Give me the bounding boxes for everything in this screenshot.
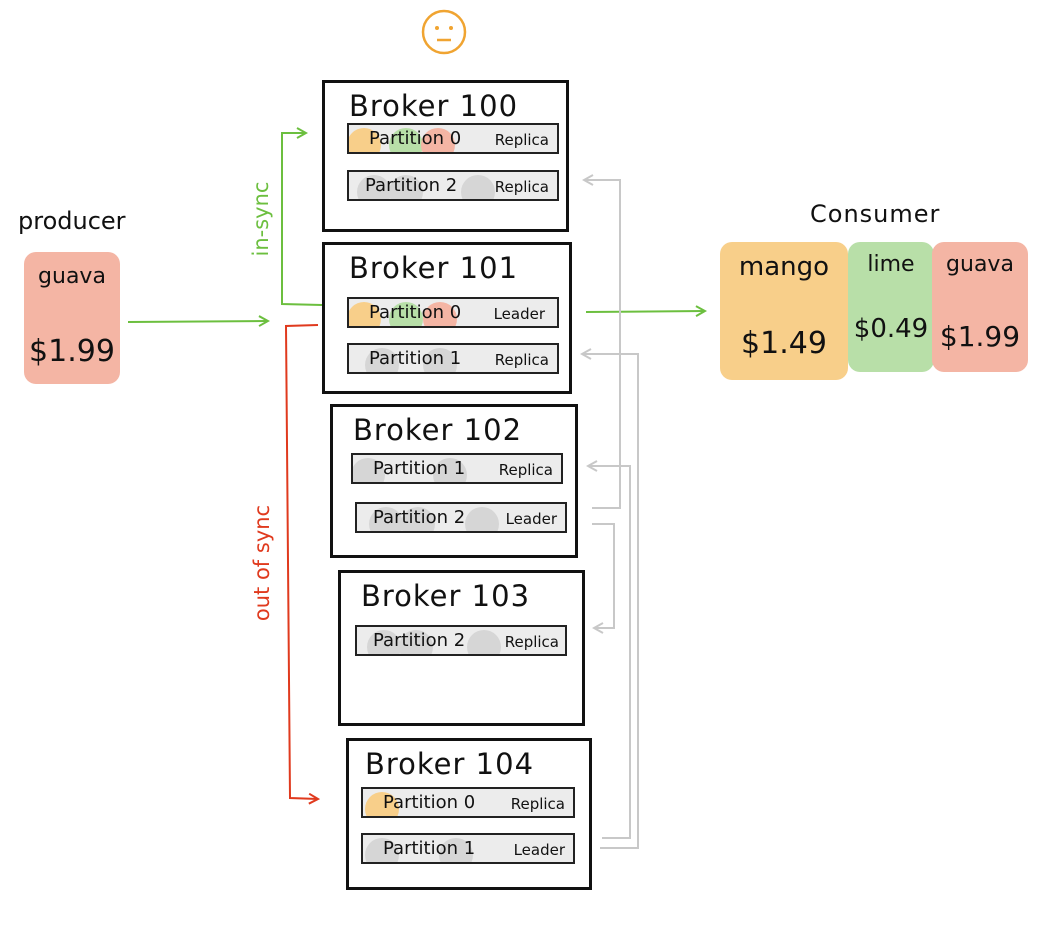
partition-role: Replica (494, 351, 549, 369)
partition-role: Replica (504, 633, 559, 651)
producer-item-name: guava (38, 264, 106, 289)
partition-row: Partition 0 Replica (347, 123, 559, 154)
message-dot (461, 175, 495, 199)
replication-arrow-p1-b102 (588, 466, 631, 839)
partition-name: Partition 2 (365, 175, 458, 196)
message-dot (389, 128, 423, 152)
consumer-arrow (585, 311, 705, 312)
replication-arrow-p2-b103 (592, 523, 615, 628)
broker-title: Broker 103 (361, 579, 531, 613)
message-dot (467, 630, 501, 654)
message-dot (365, 792, 399, 816)
message-dot (365, 348, 399, 372)
partition-row: Partition 2 Leader (355, 502, 567, 533)
partition-row: Partition 1 Leader (361, 833, 575, 864)
partition-role: Leader (505, 510, 557, 528)
message-dot (353, 458, 385, 482)
partition-row: Partition 0 Replica (361, 787, 575, 818)
broker-104: Broker 104 Partition 0 Replica Partition… (346, 738, 592, 890)
partition-name: Partition 0 (383, 792, 476, 813)
message-dot (357, 175, 391, 199)
consumer-item-price: $1.99 (939, 320, 1021, 353)
partition-role: Replica (510, 795, 565, 813)
broker-101: Broker 101 Partition 0 Leader Partition … (322, 242, 572, 394)
out-of-sync-label: out of sync (250, 504, 274, 622)
message-dot (423, 348, 457, 372)
message-dot (389, 175, 423, 199)
partition-role: Replica (494, 131, 549, 149)
consumer-item-price: $0.49 (853, 314, 929, 344)
broker-title: Broker 100 (349, 89, 519, 123)
producer-card: guava $1.99 (24, 252, 120, 384)
partition-name: Partition 1 (383, 838, 476, 859)
message-dot (421, 128, 455, 152)
partition-row: Partition 0 Leader (347, 297, 559, 328)
out-of-sync-arrow (284, 324, 318, 799)
broker-102: Broker 102 Partition 1 Replica Partition… (330, 404, 578, 558)
producer-item-price: $1.99 (29, 334, 115, 369)
message-dot (399, 630, 433, 654)
message-dot (465, 507, 499, 531)
message-dot (365, 838, 399, 862)
partition-name: Partition 1 (369, 348, 462, 369)
producer-arrow (127, 321, 268, 322)
consumer-title: Consumer (810, 200, 941, 228)
partition-row: Partition 2 Replica (355, 625, 567, 656)
message-dot (349, 302, 381, 326)
message-dot (439, 838, 473, 862)
partition-name: Partition 2 (373, 507, 466, 528)
message-dot (401, 507, 435, 531)
message-dot (389, 302, 423, 326)
consumer-item-name: lime (867, 252, 915, 277)
consumer-item-name: guava (946, 252, 1014, 277)
message-dot (349, 128, 381, 152)
replication-arrow-p1-b101 (582, 354, 639, 849)
partition-name: Partition 0 (369, 302, 462, 323)
partition-name: Partition 0 (369, 128, 462, 149)
broker-title: Broker 104 (365, 747, 535, 781)
broker-title: Broker 102 (353, 413, 523, 447)
replication-arrow-p2-b100 (584, 180, 621, 509)
message-dot (367, 630, 401, 654)
message-dot (369, 507, 403, 531)
message-dot (433, 458, 467, 482)
in-sync-arrow (281, 133, 323, 306)
consumer-item-price: $1.49 (741, 326, 827, 361)
face-icon (421, 9, 467, 55)
consumer-item-name: mango (738, 252, 830, 282)
broker-103: Broker 103 Partition 2 Replica (338, 570, 585, 726)
partition-name: Partition 1 (373, 458, 466, 479)
partition-name: Partition 2 (373, 630, 466, 651)
partition-role: Leader (513, 841, 565, 859)
broker-100: Broker 100 Partition 0 Replica Partition… (322, 80, 569, 232)
partition-role: Replica (498, 461, 553, 479)
in-sync-label: in-sync (249, 181, 273, 257)
consumer-card-mango: mango $1.49 (720, 242, 848, 380)
message-dot (423, 302, 457, 326)
consumer-card-guava: guava $1.99 (932, 242, 1028, 372)
partition-role: Leader (493, 305, 545, 323)
partition-role: Replica (494, 178, 549, 196)
partition-row: Partition 1 Replica (351, 453, 563, 484)
partition-row: Partition 2 Replica (347, 170, 559, 201)
producer-title: producer (18, 207, 126, 235)
consumer-card-lime: lime $0.49 (848, 242, 934, 372)
partition-row: Partition 1 Replica (347, 343, 559, 374)
broker-title: Broker 101 (349, 251, 519, 285)
